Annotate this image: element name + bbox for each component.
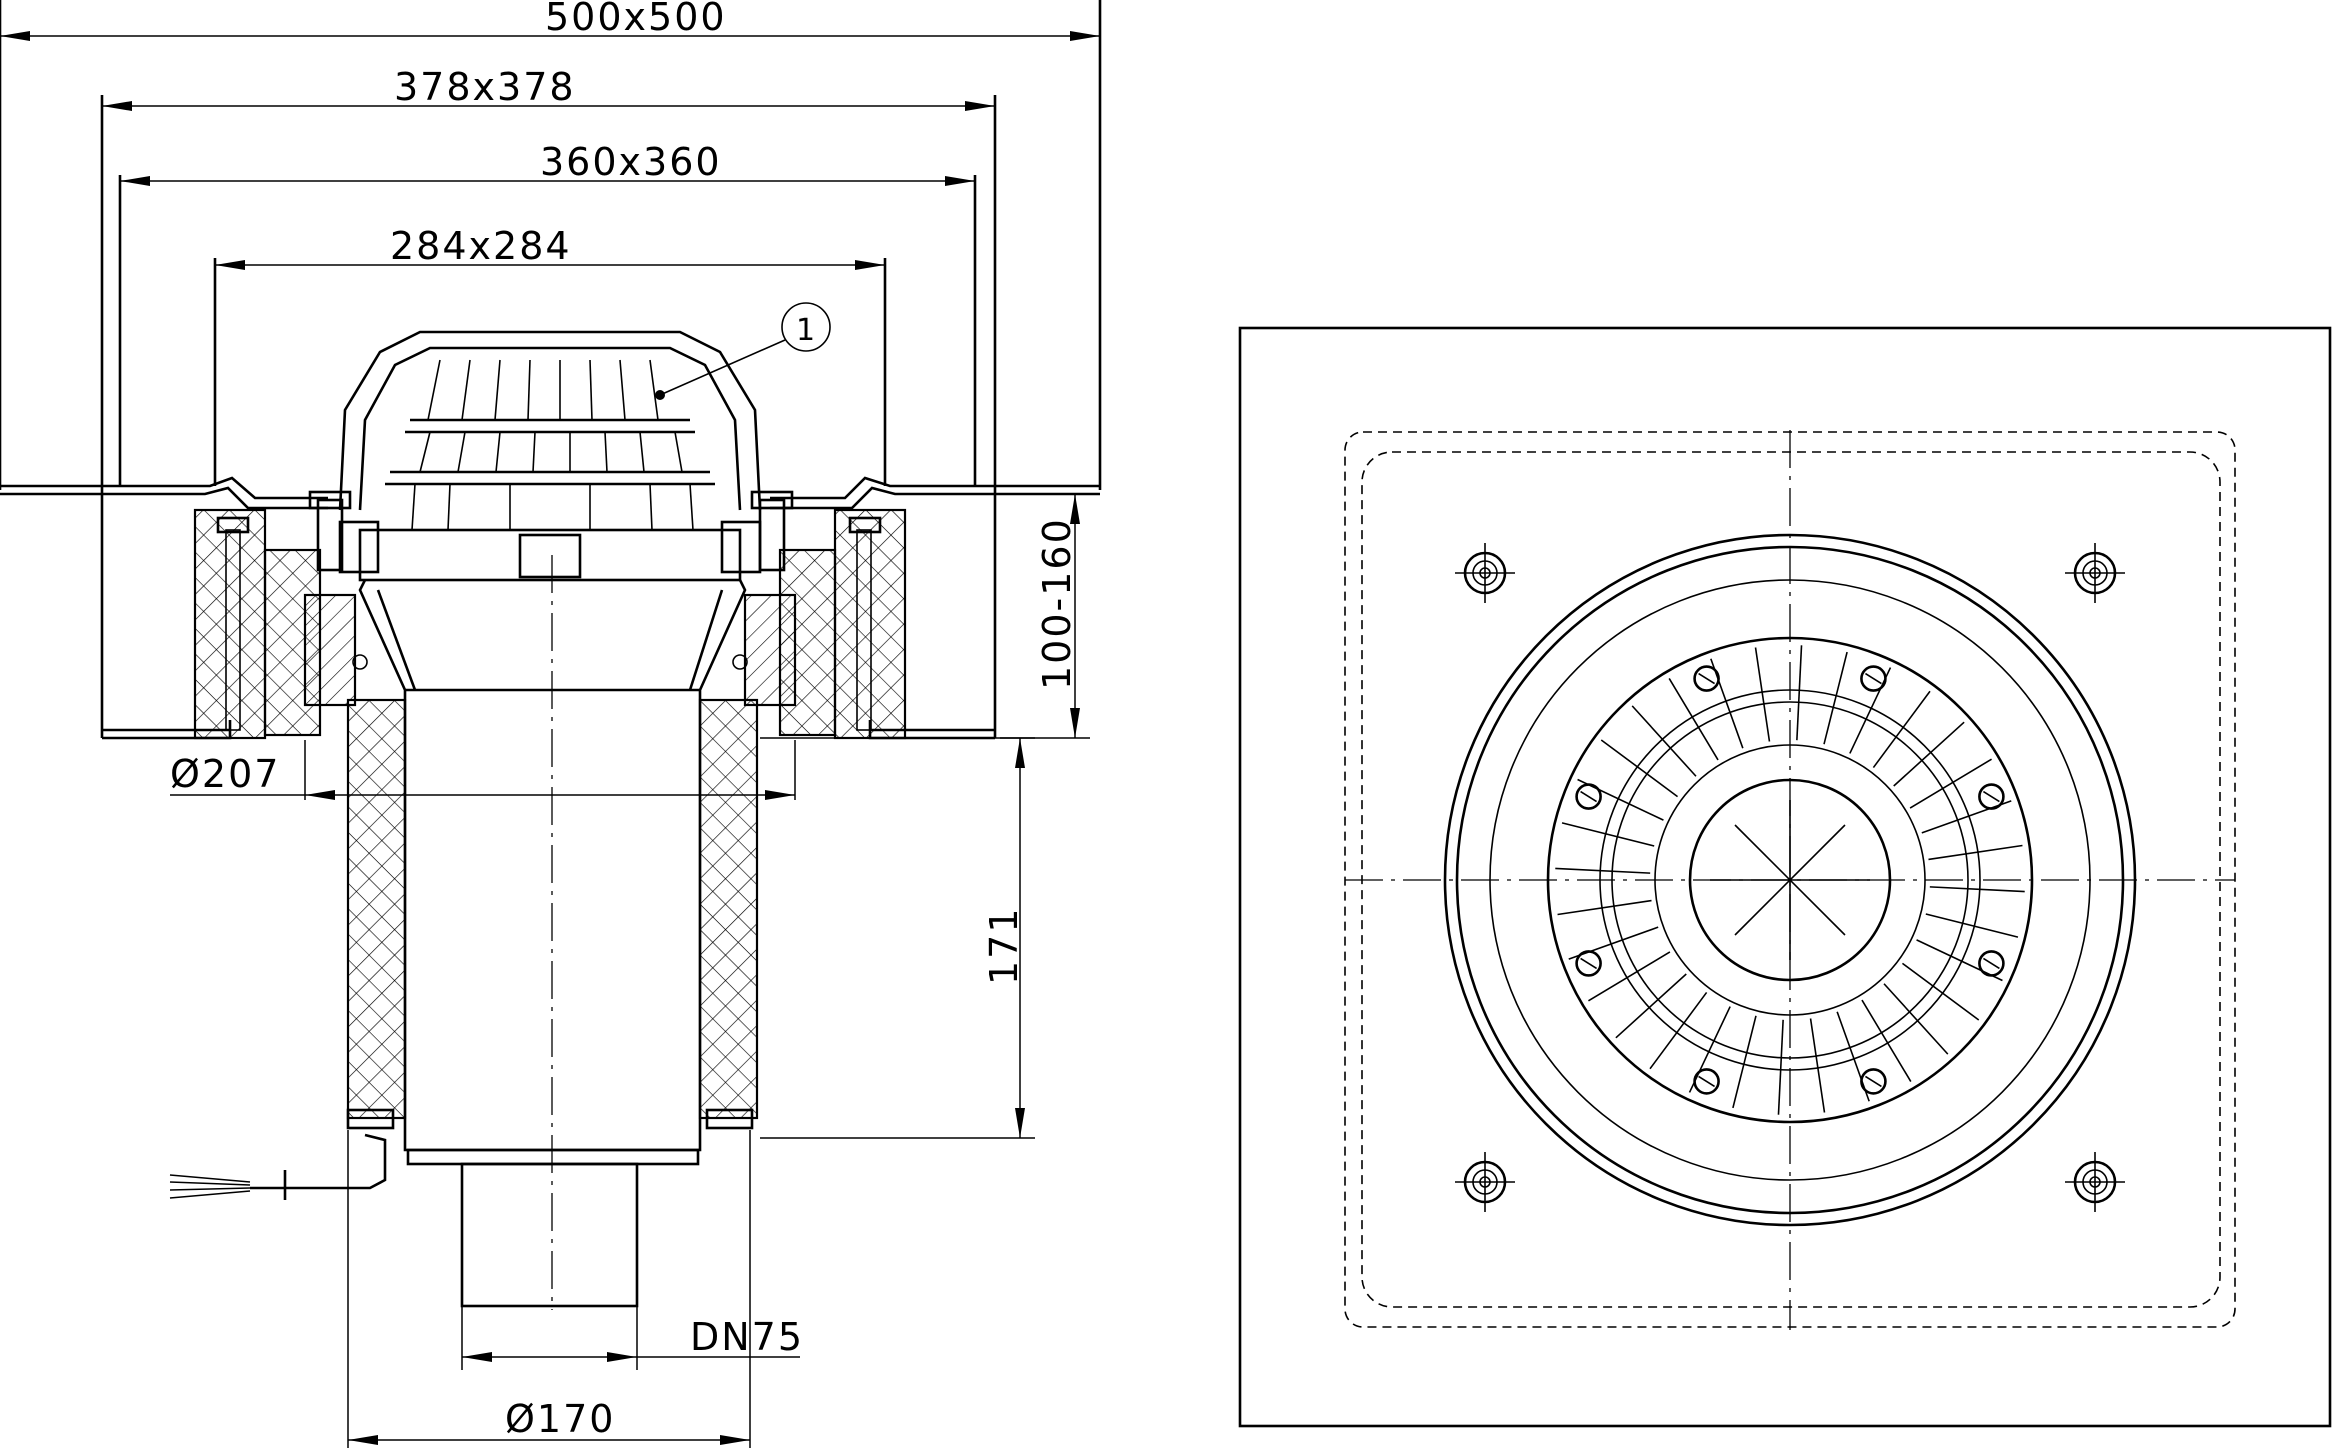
slotted-screw-icon [1860,1068,1887,1095]
screw-slot [1982,790,2000,803]
screw-slot [1982,957,2000,970]
clamp-bolts [308,490,794,574]
slotted-screw-icon [1575,783,1602,810]
screw-slot [1865,1075,1882,1088]
grille-rib [1557,899,1652,916]
grille-rib [1901,962,1980,1021]
grille-rib [1925,913,2019,938]
grille-rib [1631,705,1697,777]
dim-flange-outer: 378x378 [102,65,995,111]
grille-rib [1600,739,1679,798]
slotted-screw-icon [1693,1068,1720,1095]
callout-1: 1 [655,302,831,400]
grille-rib [1668,678,1719,761]
screw-slot [1698,672,1715,685]
grille-rib [1732,1015,1757,1109]
callout-1-label: 1 [796,313,817,348]
grille-rib [1561,822,1655,847]
dim-overall-label: 500x500 [545,0,727,39]
heater-cable [169,1133,387,1200]
slotted-screw-icon [1575,950,1602,977]
screw-slot [1698,1075,1715,1088]
screw-slot [1580,957,1598,970]
outlet-pipe [406,1148,700,1308]
insulation-left [193,508,357,740]
dim-body-diameter-label: Ø207 [170,752,280,796]
dim-overall: 500x500 [0,0,1100,41]
dim-pipe-length: 171 [760,737,1035,1139]
dim-flange-inner-label: 360x360 [540,140,722,184]
dim-sleeve-diameter: Ø170 [347,1130,751,1448]
anchor-screws [216,516,882,731]
grille-rib [1872,690,1931,769]
screw-slot [1865,672,1882,685]
grille-rib [1861,999,1912,1082]
grille-rib [1929,886,2025,893]
corner-anchors [1455,543,2125,1212]
grille-rib [1893,721,1965,787]
clamp-screws [1575,665,2005,1095]
roof-membrane [0,0,1102,510]
dim-outlet-label: DN75 [690,1315,804,1359]
grille-rib [1883,983,1949,1055]
grille-rib [1796,645,1803,741]
section-view: 1 500x500 378x378 360x360 [0,0,1102,1448]
grille-rib [1588,951,1671,1002]
grille-rib [1823,651,1848,745]
slotted-screw-icon [1860,665,1887,692]
insulation-right [743,508,907,740]
dim-pipe-length-label: 171 [982,906,1026,985]
plan-outer-square [1238,326,2332,1428]
dim-flange-inner: 360x360 [118,140,977,486]
outer-sleeve [346,698,759,1130]
dim-insulation-label: 284x284 [390,224,572,268]
grille-rib [1615,973,1687,1039]
slotted-screw-icon [1693,665,1720,692]
screw-slot [1580,790,1598,803]
slotted-screw-icon [1978,783,2005,810]
dim-height-range-label: 100-160 [1035,517,1079,690]
dim-outlet: DN75 [461,1306,804,1370]
grille-rib [1909,758,1992,809]
dim-body-diameter: Ø207 [170,740,796,800]
grille-rib [1555,867,1651,874]
centre-cross [1710,800,1870,960]
dim-flange-outer-label: 378x378 [394,65,576,109]
grille-rib [1649,991,1708,1070]
slotted-screw-icon [1978,950,2005,977]
drain-body [352,579,748,1152]
plan-view [1238,326,2332,1428]
grille-rib [1809,1018,1826,1113]
grille-rib [1754,647,1771,742]
dim-sleeve-diameter-label: Ø170 [505,1397,615,1441]
grille-rib [1777,1019,1784,1115]
grille-rib [1928,844,2023,861]
leaf-guard [338,330,762,582]
dim-height-range: 100-160 [1000,493,1090,739]
dim-insulation: 284x284 [213,224,887,486]
